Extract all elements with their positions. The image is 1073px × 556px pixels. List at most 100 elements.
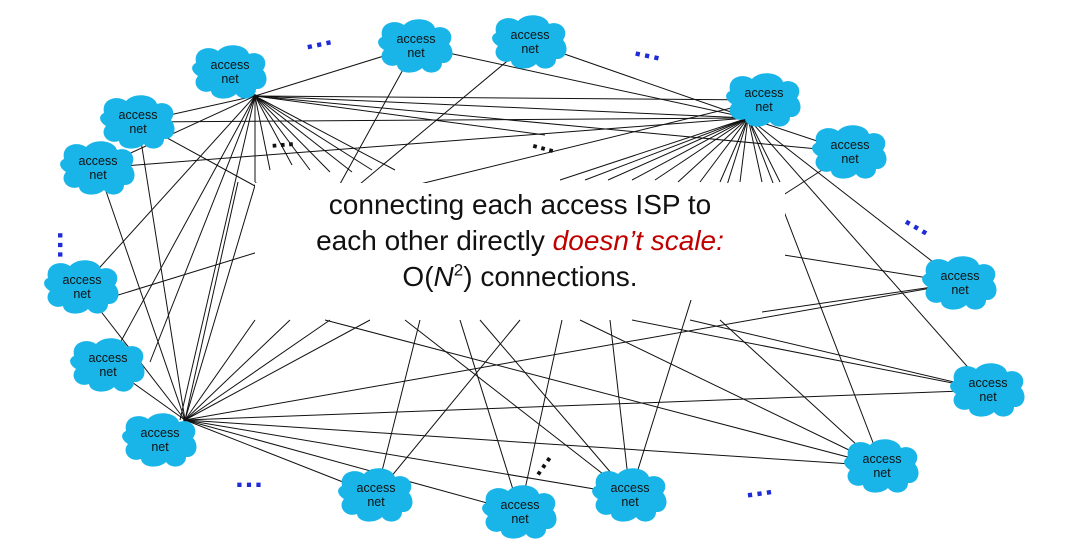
node-label-net: net [755, 100, 773, 114]
cloud-icon [482, 485, 557, 539]
node-label-access: access [89, 351, 128, 365]
connection-line [631, 319, 989, 391]
access-net-nodes: accessnetaccessnetaccessnetaccessnetacce… [44, 15, 1025, 539]
connection-line [184, 319, 256, 421]
connection-line [699, 117, 749, 183]
connection-line [559, 117, 749, 181]
connection-line [719, 117, 749, 183]
node-label-net: net [979, 390, 997, 404]
node-label-access: access [745, 86, 784, 100]
connection-line [137, 121, 186, 421]
node-label-access: access [969, 376, 1008, 390]
connection-line [184, 319, 331, 421]
connection-line [184, 419, 521, 513]
connection-line [254, 95, 851, 153]
connection-line [739, 117, 749, 183]
connection-line [419, 99, 765, 185]
node-label-net: net [129, 122, 147, 136]
node-label-access: access [141, 426, 180, 440]
cloud-icon [922, 256, 997, 310]
node-label-net: net [511, 512, 529, 526]
connection-line [631, 117, 749, 181]
connection-line [254, 95, 765, 101]
connection-lines [81, 41, 989, 513]
cloud-icon [338, 468, 413, 522]
caption-emphasis: doesn’t scale: [552, 224, 724, 256]
node-label-access: access [611, 481, 650, 495]
connection-line [677, 117, 749, 183]
node-label-net: net [621, 495, 639, 509]
connection-line [479, 319, 631, 496]
node-label-access: access [211, 58, 250, 72]
ellipsis-marker: … [234, 461, 267, 494]
cloud-icon [100, 95, 175, 149]
connection-line [654, 117, 749, 181]
connection-line [184, 181, 239, 421]
connection-line [254, 95, 331, 173]
cloud-icon [950, 363, 1025, 417]
ellipsis-marker: … [741, 468, 778, 505]
node-label-access: access [357, 481, 396, 495]
ellipsis-marker: … [528, 124, 564, 160]
node-label-access: access [941, 269, 980, 283]
connection-line [179, 95, 256, 421]
connection-line [137, 117, 749, 123]
ellipsis-marker: … [268, 122, 300, 154]
caption-variable-n: N [433, 260, 454, 292]
connection-line [184, 319, 371, 421]
connection-line [184, 319, 291, 421]
ellipsis-marker: … [631, 30, 670, 69]
connection-line [81, 95, 256, 288]
connection-line [459, 319, 521, 513]
cloud-icon [812, 125, 887, 179]
node-label-net: net [367, 495, 385, 509]
connection-line [584, 117, 749, 181]
connection-line [629, 117, 749, 496]
cloud-icon [726, 73, 801, 127]
connection-line [324, 319, 883, 467]
cloud-icon [592, 468, 667, 522]
connection-line [747, 117, 989, 391]
connection-line [254, 95, 749, 119]
connection-line [254, 95, 373, 171]
connection-line [254, 95, 396, 171]
node-label-net: net [951, 283, 969, 297]
node-label-net: net [841, 152, 859, 166]
caption-line-3-suffix: ) connections. [463, 260, 638, 292]
ellipsis-marker: … [899, 199, 944, 244]
hub-point [183, 418, 187, 422]
connection-line [107, 95, 256, 366]
connection-line [184, 419, 883, 467]
connection-line [254, 95, 311, 171]
cloud-icon [60, 141, 135, 195]
connection-line [719, 319, 881, 467]
node-label-net: net [873, 466, 891, 480]
node-label-net: net [407, 46, 425, 60]
connection-line [184, 282, 961, 421]
ellipsis-marker: … [300, 18, 339, 57]
cloud-icon [44, 260, 119, 314]
caption-line-2: each other directly doesn’t scale: [255, 223, 785, 259]
connection-line [689, 319, 989, 391]
node-label-access: access [397, 32, 436, 46]
cloud-icon [70, 338, 145, 392]
connection-line [254, 95, 353, 173]
connection-line [97, 117, 749, 169]
caption-line-1: connecting each access ISP to [328, 189, 712, 220]
hub-point [253, 94, 257, 98]
node-label-net: net [151, 440, 169, 454]
node-label-net: net [521, 42, 539, 56]
connection-line [607, 117, 749, 181]
